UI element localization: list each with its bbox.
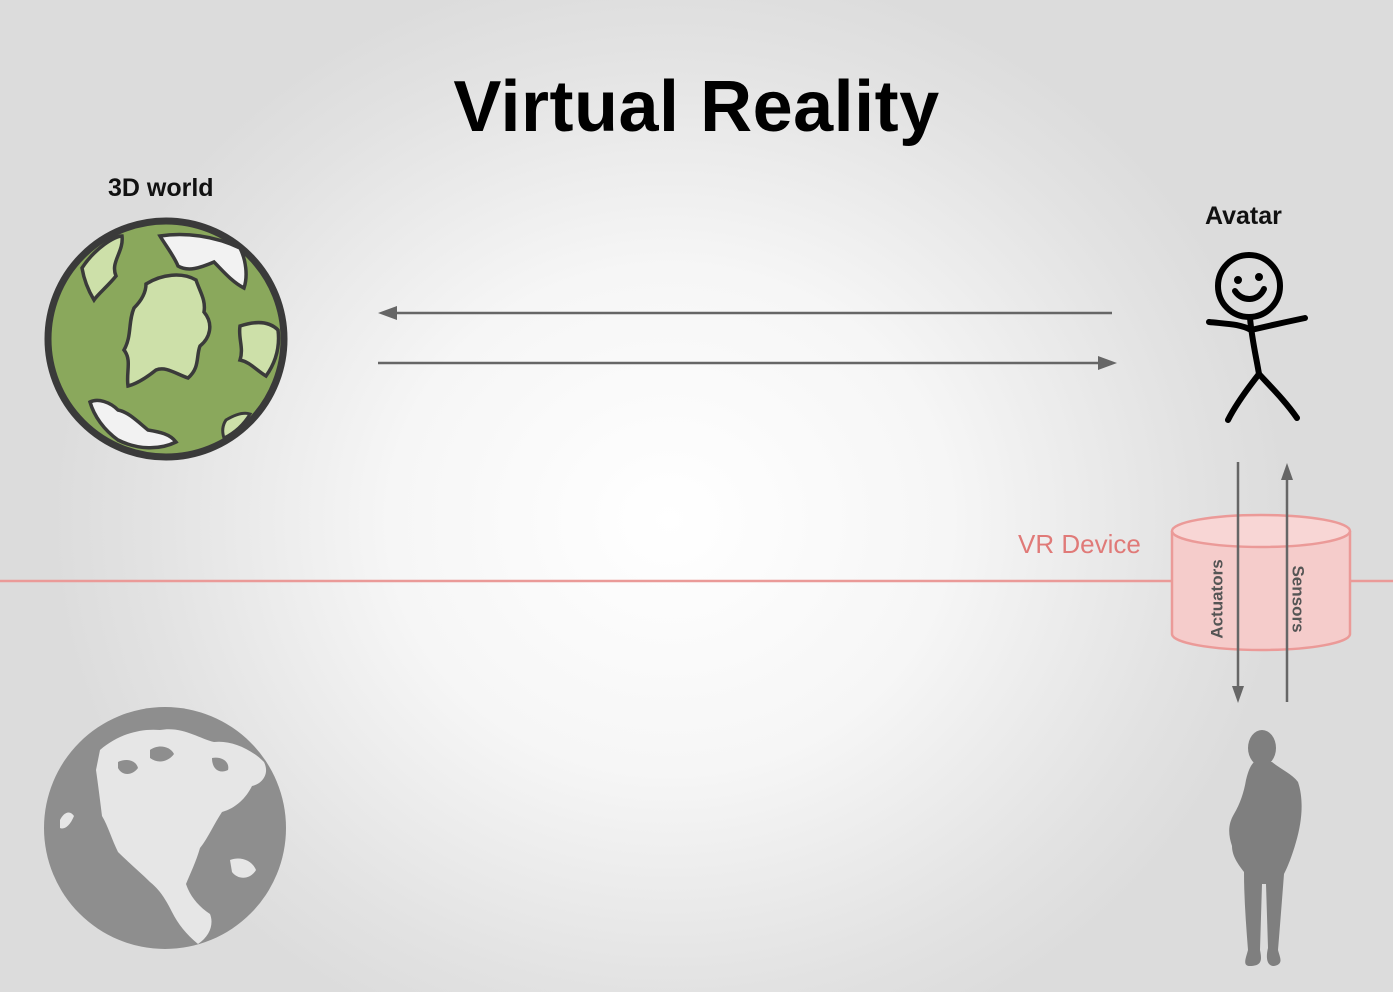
actuators-arrow <box>1232 462 1244 703</box>
arrow-to-avatar <box>378 356 1117 370</box>
real-globe-icon <box>44 707 286 949</box>
actuators-label: Actuators <box>1207 559 1227 639</box>
avatar-label: Avatar <box>1205 202 1282 230</box>
world-label: 3D world <box>108 174 214 202</box>
cylinder-icon <box>1170 513 1352 652</box>
vr-device-label: VR Device <box>1018 529 1141 559</box>
sensors-arrow <box>1281 463 1293 702</box>
cartoon-globe-icon <box>44 217 288 461</box>
stick-figure-icon <box>1206 252 1308 423</box>
sensors-label: Sensors <box>1288 565 1308 633</box>
person-silhouette-icon <box>1229 730 1302 966</box>
slide-title: Virtual Reality <box>453 67 940 147</box>
arrow-to-world <box>378 306 1112 320</box>
